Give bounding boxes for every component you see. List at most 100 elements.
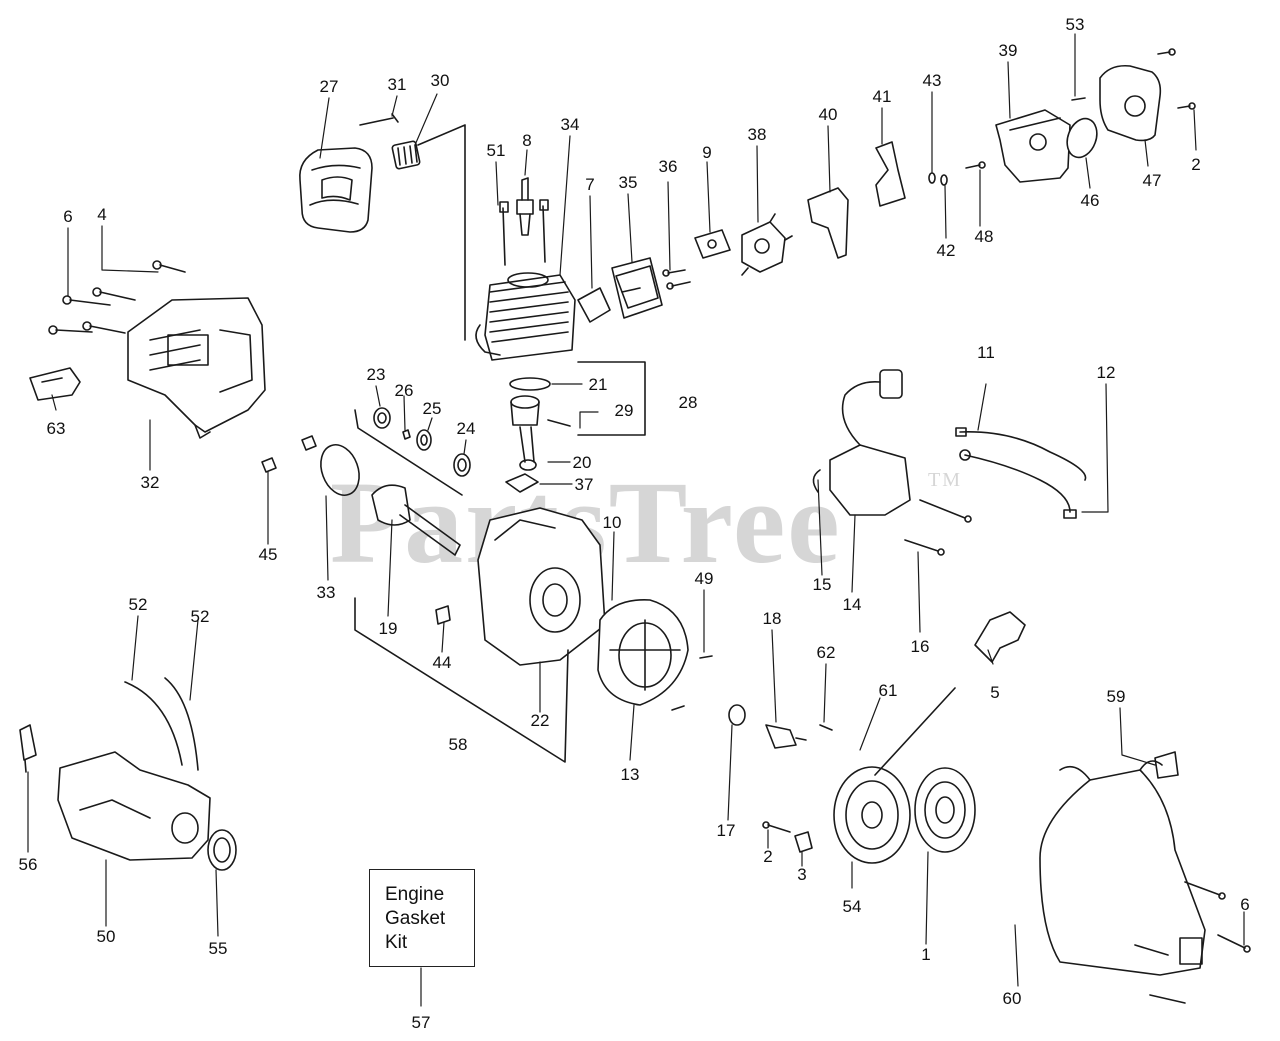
part-43-oring <box>928 172 936 184</box>
callout: 58 <box>449 735 468 754</box>
callout: 39 <box>999 41 1018 60</box>
callout: 34 <box>561 115 580 134</box>
part-51-bolts <box>499 199 549 266</box>
part-1-spring <box>914 767 976 853</box>
callout: 13 <box>621 765 640 784</box>
callout: 14 <box>843 595 862 614</box>
bracket-28 <box>577 361 646 436</box>
part-11-wire <box>955 427 1087 481</box>
part-20-piston-rod <box>510 395 540 471</box>
part-56-fuel-filter <box>19 724 37 773</box>
part-23-bearing <box>373 407 391 429</box>
kit-line: Engine <box>385 884 445 905</box>
callout: 52 <box>129 595 148 614</box>
callout: 30 <box>431 71 450 90</box>
callout: 16 <box>911 637 930 656</box>
callout: 59 <box>1107 687 1126 706</box>
callout: 35 <box>619 173 638 192</box>
part-46-filter <box>1066 117 1098 159</box>
part-31-screw <box>359 113 399 126</box>
callout: 32 <box>141 473 160 492</box>
kit-line: Gasket <box>385 908 446 929</box>
part-54-pulley <box>833 766 911 864</box>
callout: 15 <box>813 575 832 594</box>
callout: 6 <box>1240 895 1249 914</box>
callout: 41 <box>873 87 892 106</box>
part-5-handle <box>974 611 1026 663</box>
part-33-oring <box>320 444 360 496</box>
part-25-bearing <box>416 429 432 451</box>
callout: 7 <box>585 175 594 194</box>
part-53-screw <box>1071 97 1086 101</box>
kit-line: Kit <box>385 932 408 953</box>
part-41-bracket <box>875 141 906 207</box>
callout: 38 <box>748 125 767 144</box>
callout: 37 <box>575 475 594 494</box>
part-26-key <box>402 429 411 440</box>
callout: 18 <box>763 609 782 628</box>
callout: 55 <box>209 939 228 958</box>
part-2-3-screw-pawl <box>762 821 813 853</box>
callout: 2 <box>763 847 772 866</box>
callout: 52 <box>191 607 210 626</box>
callout: 53 <box>1066 15 1085 34</box>
callout: 50 <box>97 927 116 946</box>
leader-lines <box>27 33 1245 1007</box>
part-39-filter-base <box>995 109 1071 183</box>
callout: 56 <box>19 855 38 874</box>
part-6-screws-right <box>1134 881 1251 1004</box>
part-45-nuts <box>261 435 317 473</box>
callout: 3 <box>797 865 806 884</box>
part-17-washer <box>728 704 746 726</box>
part-61-rope <box>874 687 956 776</box>
callout: 43 <box>923 71 942 90</box>
callout: 44 <box>433 653 452 672</box>
part-50-fuel-tank <box>57 751 211 861</box>
callout: 17 <box>717 821 736 840</box>
callout: 8 <box>522 131 531 150</box>
callout: 33 <box>317 583 336 602</box>
part-27-muffler-cover <box>299 147 373 233</box>
part-32-shroud <box>127 297 266 439</box>
part-35-insulator <box>611 257 663 319</box>
engine-gasket-kit-box: Engine Gasket Kit <box>369 869 475 967</box>
part-19-crankshaft <box>371 484 461 556</box>
callout: 23 <box>367 365 386 384</box>
callout: 49 <box>695 569 714 588</box>
part-44-nut <box>435 605 451 625</box>
callout: 45 <box>259 545 278 564</box>
callout: 4 <box>97 205 106 224</box>
part-36-screws <box>662 269 691 290</box>
part-40-plate <box>807 187 849 259</box>
callout: 21 <box>589 375 608 394</box>
callout: 46 <box>1081 191 1100 210</box>
callout: 20 <box>573 453 592 472</box>
callout: 60 <box>1003 989 1022 1008</box>
part-14-ignition-coil <box>812 369 911 516</box>
callout: 22 <box>531 711 550 730</box>
callout: 5 <box>990 683 999 702</box>
callout: 61 <box>879 681 898 700</box>
part-38-carburetor <box>741 213 793 276</box>
part-59-clip <box>1154 751 1179 779</box>
callout: 54 <box>843 897 862 916</box>
part-49-screws <box>671 655 713 711</box>
part-2-screws-top <box>1157 48 1196 110</box>
part-34-cylinder <box>475 272 576 361</box>
callout: 51 <box>487 141 506 160</box>
callout: 63 <box>47 419 66 438</box>
part-13-flywheel-housing <box>597 599 689 706</box>
callout: 9 <box>702 143 711 162</box>
callout: 62 <box>817 643 836 662</box>
part-12-wire <box>959 449 1077 519</box>
callout: 28 <box>679 393 698 412</box>
callout: 42 <box>937 241 956 260</box>
callout: 6 <box>63 207 72 226</box>
part-60-starter-housing <box>1039 760 1206 976</box>
part-62-screw <box>819 724 833 731</box>
part-42-oring <box>940 174 948 186</box>
callout: 29 <box>615 401 634 420</box>
callout: 40 <box>819 105 838 124</box>
callout: 1 <box>921 945 930 964</box>
